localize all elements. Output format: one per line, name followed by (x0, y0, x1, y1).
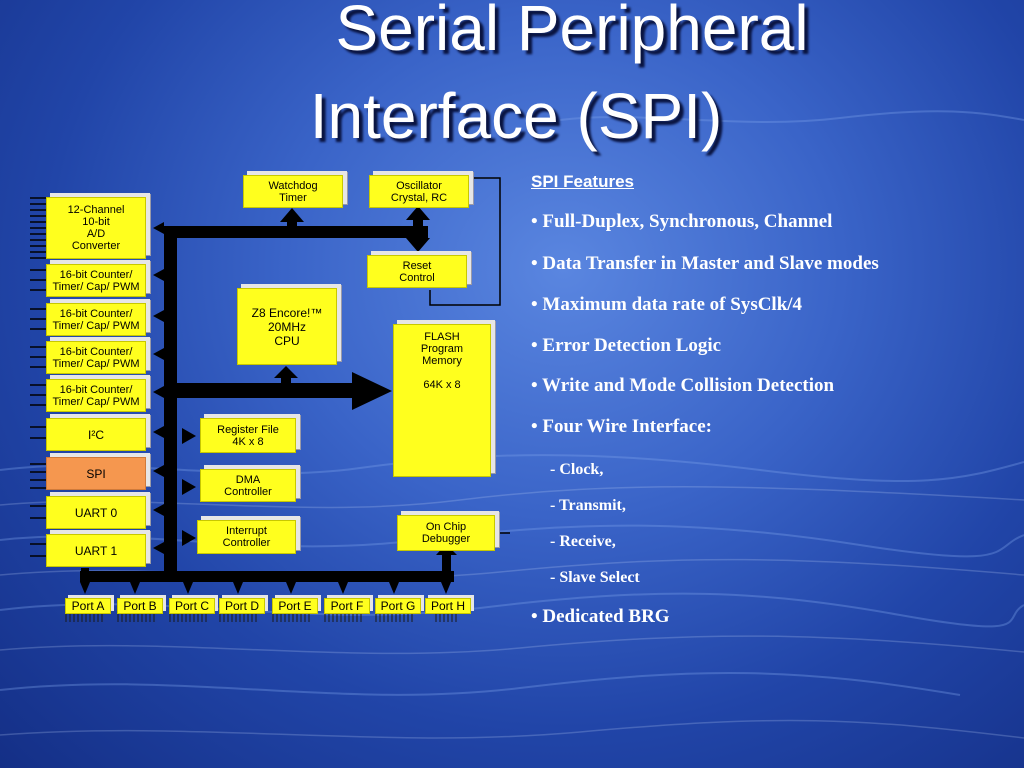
counter-block-3: 16-bit Counter/ Timer/ Cap/ PWM (46, 341, 146, 374)
feature-item: • Dedicated BRG (531, 606, 670, 627)
uart0-block: UART 0 (46, 496, 146, 529)
port-c-block: Port C (169, 598, 215, 614)
port-d-block: Port D (219, 598, 265, 614)
oscillator-arrow-down (406, 238, 430, 252)
top-horizontal-bus (164, 226, 428, 238)
slide-title-line-1: Serial Peripheral (335, 0, 809, 64)
counter-block-1: 16-bit Counter/ Timer/ Cap/ PWM (46, 264, 146, 297)
counter-block-4: 16-bit Counter/ Timer/ Cap/ PWM (46, 379, 146, 412)
uart1-block: UART 1 (46, 534, 146, 567)
feature-item: • Full-Duplex, Synchronous, Channel (531, 211, 833, 232)
feature-item: • Write and Mode Collision Detection (531, 375, 835, 396)
feature-item: • Maximum data rate of SysClk/4 (531, 294, 803, 315)
port-bus (80, 571, 454, 582)
watchdog-timer-block: Watchdog Timer (243, 175, 343, 208)
spi-block: SPI (46, 457, 146, 490)
watchdog-arrow (280, 208, 304, 222)
feature-sub-item: - Slave Select (550, 569, 640, 586)
slide-title-line-2: Interface (SPI) (309, 80, 723, 152)
main-vertical-bus (164, 228, 177, 580)
cpu-arrow (274, 366, 298, 378)
adc-block: 12-Channel 10-bit A/D Converter (46, 197, 146, 259)
feature-sub-item: - Clock, (550, 461, 604, 478)
reset-control-block: Reset Control (367, 255, 467, 288)
i2c-block: I²C (46, 418, 146, 451)
port-b-block: Port B (117, 598, 163, 614)
port-a-block: Port A (65, 598, 111, 614)
register-file-block: Register File 4K x 8 (200, 418, 296, 453)
oscillator-arrow-up (406, 206, 430, 220)
cpu-block: Z8 Encore!™ 20MHz CPU (237, 288, 337, 365)
interrupt-controller-block: Interrupt Controller (197, 520, 296, 554)
flash-arrow (352, 372, 392, 410)
counter-block-2: 16-bit Counter/ Timer/ Cap/ PWM (46, 303, 146, 336)
port-f-block: Port F (324, 598, 370, 614)
feature-sub-item: - Transmit, (550, 497, 626, 514)
features-heading: SPI Features (531, 172, 634, 191)
feature-item: • Error Detection Logic (531, 335, 722, 356)
feature-sub-item: - Receive, (550, 533, 616, 550)
feature-item: • Data Transfer in Master and Slave mode… (531, 253, 879, 274)
oscillator-block: Oscillator Crystal, RC (369, 175, 469, 208)
port-h-block: Port H (425, 598, 471, 614)
port-g-block: Port G (375, 598, 421, 614)
dma-controller-block: DMA Controller (200, 469, 296, 502)
debugger-block: On Chip Debugger (397, 515, 495, 551)
feature-item: • Four Wire Interface: (531, 416, 712, 437)
port-e-block: Port E (272, 598, 318, 614)
flash-memory-block: FLASH Program Memory 64K x 8 (393, 324, 491, 477)
